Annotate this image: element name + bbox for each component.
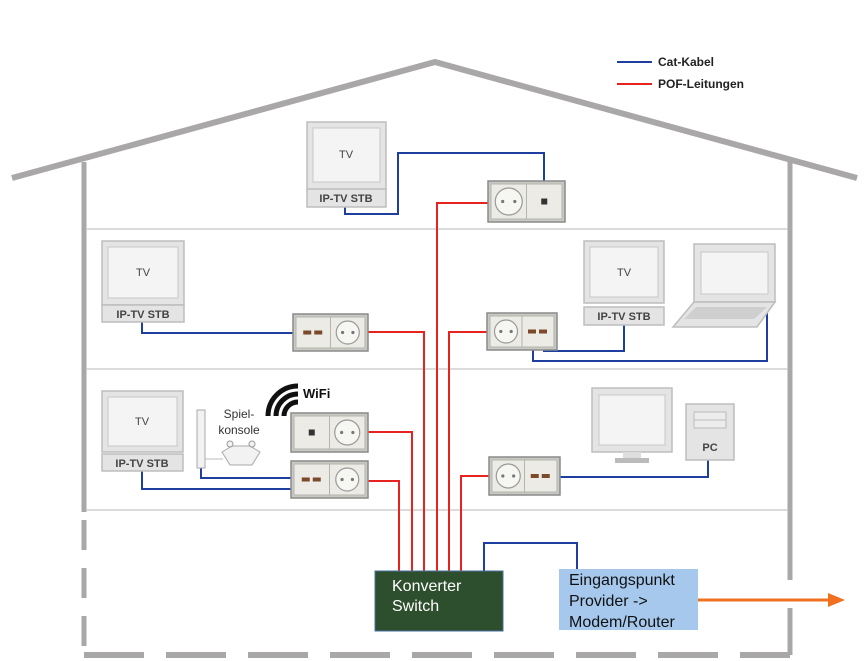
pof-line-floor3-left — [368, 480, 400, 572]
switch-label-1: Konverter — [392, 578, 462, 595]
cat-line-switch-entry — [483, 542, 578, 571]
entry-label-3: Modem/Router — [569, 614, 675, 631]
pof-line-floor2-left — [368, 331, 425, 572]
stb-label: IP-TV STB — [597, 311, 650, 323]
cat-line-top-tv — [344, 152, 545, 215]
ethernet-port-icon — [541, 474, 550, 478]
cat-line-floor2-left-tv — [141, 322, 306, 334]
entry-point-box: Eingangspunkt Provider -> Modem/Router — [559, 569, 698, 631]
wall-sockets — [290, 180, 566, 499]
entry-label-2: Provider -> — [569, 593, 648, 610]
tv-label: TV — [135, 416, 150, 428]
pof-lines — [368, 202, 489, 572]
tv-top: TV IP-TV STB — [306, 121, 387, 208]
house-outline — [11, 58, 858, 658]
pof-line-wifi — [368, 431, 413, 572]
tv-label: TV — [339, 149, 354, 161]
converter-switch: Konverter Switch — [374, 570, 504, 632]
ethernet-port-icon — [301, 477, 310, 482]
power-outlet-icon — [334, 419, 361, 446]
ethernet-port-icon — [541, 198, 548, 205]
ethernet-port-icon — [303, 330, 312, 335]
ethernet-port-icon — [308, 429, 315, 436]
tv-label: TV — [617, 267, 632, 279]
cat-lines — [141, 152, 768, 571]
power-outlet-icon — [493, 319, 519, 344]
cat-line-console — [200, 468, 306, 479]
console-label-1: Spiel- — [224, 407, 255, 421]
pof-line-floor3-right — [460, 475, 489, 572]
switch-label-2: Switch — [392, 598, 439, 615]
entry-label-1: Eingangspunkt — [569, 572, 675, 589]
power-outlet-icon — [335, 320, 360, 345]
socket-floor2-left — [292, 313, 369, 352]
socket-floor3-right — [488, 456, 561, 496]
tv-label: TV — [136, 267, 151, 279]
wifi-label: WiFi — [303, 386, 330, 401]
stb-label: IP-TV STB — [116, 309, 169, 321]
pof-line-floor2-right — [448, 331, 487, 572]
ethernet-port-icon — [312, 477, 321, 482]
ethernet-port-icon — [314, 330, 323, 335]
wifi-icon — [265, 383, 299, 417]
legend-pof-label: POF-Leitungen — [658, 77, 744, 91]
ethernet-port-icon — [528, 329, 536, 334]
socket-wifi-access-point — [290, 412, 369, 453]
pc-label: PC — [702, 442, 717, 454]
power-outlet-icon — [335, 467, 360, 492]
cat-line-floor3-tv — [141, 470, 317, 490]
stb-label: IP-TV STB — [319, 193, 372, 205]
game-console-icon: Spiel- konsole — [196, 407, 261, 469]
ethernet-port-icon — [530, 474, 539, 478]
socket-top — [487, 180, 566, 223]
ethernet-port-icon — [539, 329, 547, 334]
socket-floor2-right — [486, 312, 558, 351]
pc-icon: PC — [685, 403, 735, 461]
socket-floor3-left — [290, 460, 369, 499]
tv-floor3: TV IP-TV STB — [101, 390, 184, 472]
legend-cat-label: Cat-Kabel — [658, 55, 714, 69]
power-outlet-icon — [494, 187, 523, 216]
console-label-2: konsole — [218, 423, 260, 437]
cat-line-pc — [547, 460, 709, 478]
pof-line-top-socket — [436, 202, 488, 572]
tv-floor2-right: TV IP-TV STB — [583, 240, 665, 326]
provider-arrow — [698, 593, 845, 607]
monitor-icon — [591, 387, 673, 463]
power-outlet-icon — [495, 463, 521, 489]
laptop-icon — [671, 243, 777, 328]
tv-floor2-left: TV IP-TV STB — [101, 240, 185, 323]
stb-label: IP-TV STB — [115, 458, 168, 470]
legend: Cat-Kabel POF-Leitungen — [617, 55, 744, 91]
roof — [11, 58, 858, 181]
